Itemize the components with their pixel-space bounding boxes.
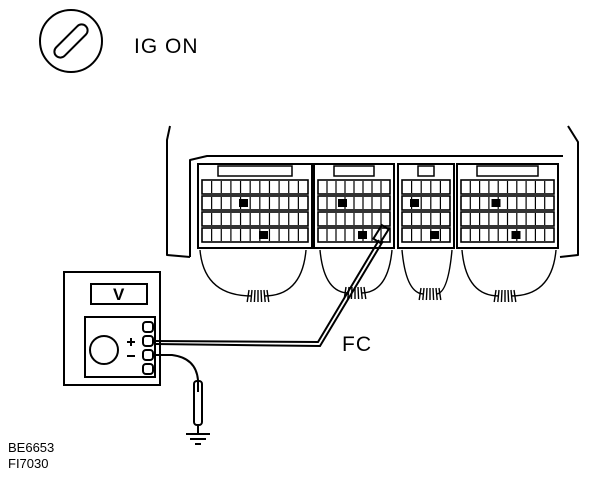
terminal-row <box>201 179 309 195</box>
meter-panel <box>84 316 156 378</box>
harness-wire <box>418 287 422 301</box>
harness-wire <box>438 287 442 301</box>
harness-wire <box>513 289 517 303</box>
meter-display <box>90 283 148 305</box>
harness-edge <box>199 249 253 297</box>
ground-lead <box>153 354 203 434</box>
harness-wire <box>510 289 513 303</box>
connector-latch <box>333 165 375 177</box>
harness-wire <box>360 286 363 300</box>
terminal-row <box>460 227 555 243</box>
terminal-row <box>460 211 555 227</box>
harness-wire <box>263 289 266 303</box>
harness-bundle-3 <box>401 249 453 301</box>
terminal-row <box>317 179 391 195</box>
terminal-row <box>201 195 309 211</box>
pin-marker <box>430 231 439 239</box>
pin-marker <box>410 199 419 207</box>
harness-edge <box>435 249 453 295</box>
harness-wire <box>266 289 270 303</box>
connector-block-2 <box>313 163 395 249</box>
connector-outline <box>313 163 395 249</box>
pin-marker <box>239 199 248 207</box>
figure-code-2: FI7030 <box>8 456 49 471</box>
connector-outline <box>397 163 455 249</box>
terminal-row <box>201 227 309 243</box>
connector-latch <box>417 165 435 177</box>
terminal-row <box>401 179 451 195</box>
harness-wire <box>435 287 438 301</box>
harness-wire <box>357 286 360 300</box>
fc-probe-tip <box>371 223 391 245</box>
harness-edge <box>510 249 557 297</box>
harness-wire <box>250 289 253 303</box>
connector-block-1 <box>197 163 313 249</box>
connector-block-4 <box>456 163 559 249</box>
terminal-row <box>317 211 391 227</box>
harness-bundle-1 <box>199 249 307 303</box>
terminal-row <box>401 195 451 211</box>
harness-wire <box>363 286 367 300</box>
ecu-housing <box>166 125 579 258</box>
harness-wire <box>422 287 425 301</box>
connector-block-3 <box>397 163 455 249</box>
harness-wire <box>507 289 510 303</box>
connector-outline <box>197 163 313 249</box>
terminal-row <box>460 195 555 211</box>
terminal-row <box>401 227 451 243</box>
harness-wire <box>253 289 256 303</box>
pin-marker <box>259 231 268 239</box>
meter-body <box>63 271 161 386</box>
harness-wire <box>425 287 428 301</box>
terminal-row <box>460 179 555 195</box>
meter-jack-2 <box>142 335 154 347</box>
meter-jack-4 <box>142 363 154 375</box>
ignition-status-label: IG ON <box>134 35 199 58</box>
pin-marker <box>511 231 521 239</box>
harness-wire <box>497 289 500 303</box>
figure-code-1: BE6653 <box>8 440 55 455</box>
terminal-row <box>317 195 391 211</box>
harness-edge <box>360 249 393 294</box>
harness-wire <box>432 287 435 301</box>
fc-test-lead <box>152 223 391 348</box>
ignition-key-icon <box>39 9 103 73</box>
pin-marker <box>338 199 347 207</box>
connector-latch <box>217 165 293 177</box>
voltmeter-icon <box>63 271 161 386</box>
harness-edge <box>319 249 350 294</box>
harness-wire <box>500 289 503 303</box>
meter-jack-3 <box>142 349 154 361</box>
terminal-label: FC <box>342 333 372 356</box>
harness-edge <box>401 249 425 295</box>
harness-edge <box>263 249 307 297</box>
meter-jack-1 <box>142 321 154 333</box>
terminal-row <box>201 211 309 227</box>
ecu-connectors <box>197 163 559 249</box>
terminal-row <box>317 227 391 243</box>
harness-bundle-2 <box>319 249 393 300</box>
connector-latch <box>476 165 539 177</box>
harness-wire <box>260 289 263 303</box>
harness-wire <box>246 289 250 303</box>
meter-dial <box>89 335 119 365</box>
harness-edge <box>461 249 500 297</box>
connector-outline <box>456 163 559 249</box>
pin-marker <box>358 231 367 239</box>
ground-symbol-icon <box>186 433 210 445</box>
meter-display-text: V <box>113 285 125 304</box>
harness-wire <box>493 289 497 303</box>
wire-harness <box>199 249 557 303</box>
pin-marker <box>491 199 501 207</box>
terminal-row <box>401 211 451 227</box>
harness-bundle-4 <box>461 249 557 303</box>
